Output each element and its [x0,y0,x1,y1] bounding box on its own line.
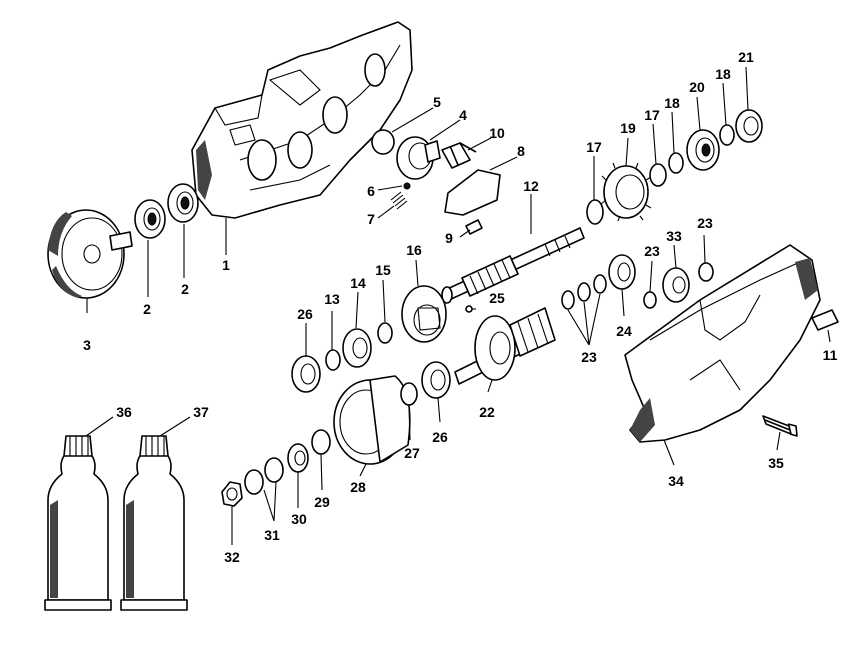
part-23-washer-b [577,282,591,302]
part-35-screw [762,415,798,437]
label-31: 31 [264,527,280,543]
part-27-washer [400,382,418,406]
label-22: 22 [479,404,495,420]
label-32: 32 [224,549,240,565]
part-23-washer-d [643,291,657,309]
part-37-grease-tube [120,435,188,611]
label-23-top: 23 [697,215,713,231]
label-25: 25 [489,290,505,306]
label-36: 36 [116,404,132,420]
part-26-bearing-left [291,355,321,393]
part-32-nut [221,481,243,507]
part-30-bearing [287,443,309,473]
label-10: 10 [489,125,505,141]
part-6-ball [403,182,411,190]
part-17-washer-left [586,199,604,225]
part-12-shaft [441,227,585,304]
part-25-ball [465,305,473,313]
label-8: 8 [517,143,525,159]
label-37: 37 [193,404,209,420]
part-5-o-ring [371,129,395,155]
label-18-left: 18 [664,95,680,111]
part-36-grease-tube [44,435,112,611]
label-1: 1 [222,257,230,273]
leader-lines [85,66,831,545]
part-28-ring-gear [333,375,411,465]
label-28: 28 [350,479,366,495]
label-17-right: 17 [644,107,660,123]
part-18-ring-left [668,152,684,174]
label-20: 20 [689,79,705,95]
label-18-right: 18 [715,66,731,82]
label-19: 19 [620,120,636,136]
part-31-washer-right [264,457,284,483]
part-2-bearing-left [134,199,166,239]
part-26-bearing-right [421,361,451,399]
label-34: 34 [668,473,684,489]
part-17-washer-right [649,163,667,187]
label-15: 15 [375,262,391,278]
label-12: 12 [523,178,539,194]
label-35: 35 [768,455,784,471]
part-24-bearing [608,254,636,290]
label-23-bottom: 23 [581,349,597,365]
label-2-right: 2 [181,281,189,297]
part-33-gear [662,267,690,303]
part-18-ring-right [719,124,735,146]
part-15-washer [377,322,393,344]
label-24: 24 [616,323,632,339]
part-23-washer-c [561,290,575,310]
label-7: 7 [367,211,375,227]
part-9-screw [465,219,483,235]
label-4: 4 [459,107,467,123]
label-26-right: 26 [432,429,448,445]
label-11: 11 [823,347,838,363]
part-16-gear [401,285,447,343]
part-23-washer-a [593,274,607,294]
part-34-housing-cover [624,244,821,443]
part-7-spring [390,191,408,210]
label-13: 13 [324,291,340,307]
part-11-pin [811,309,839,331]
part-3-pulley [47,209,133,299]
part-14-gear [342,328,372,368]
part-29-washer [311,429,331,455]
label-30: 30 [291,511,307,527]
label-3: 3 [83,337,91,353]
part-22-shaft-gear [454,307,556,385]
part-2-bearing-right [167,183,199,223]
label-9: 9 [445,230,453,246]
part-20-bearing [686,129,720,171]
label-6: 6 [367,183,375,199]
part-23-washer-e [698,262,714,282]
label-5: 5 [433,94,441,110]
label-27: 27 [404,445,420,461]
part-8-bracket [444,169,501,216]
label-23-middle: 23 [644,243,660,259]
part-21-seal [735,109,763,143]
label-17-left: 17 [586,139,602,155]
part-4-cam [396,136,441,180]
part-10-spring-plate [441,142,477,169]
label-16: 16 [406,242,422,258]
part-13-washer [325,349,341,371]
part-31-washer-left [244,469,264,495]
part-19-gear [600,162,652,222]
label-14: 14 [350,275,366,291]
label-2-left: 2 [143,301,151,317]
label-26-left: 26 [297,306,313,322]
label-33: 33 [666,228,682,244]
part-1-housing [191,21,413,219]
part-labels: 1 2 2 3 4 5 6 7 8 9 10 11 12 13 14 15 16… [83,49,838,565]
label-29: 29 [314,494,330,510]
label-21: 21 [738,49,754,65]
